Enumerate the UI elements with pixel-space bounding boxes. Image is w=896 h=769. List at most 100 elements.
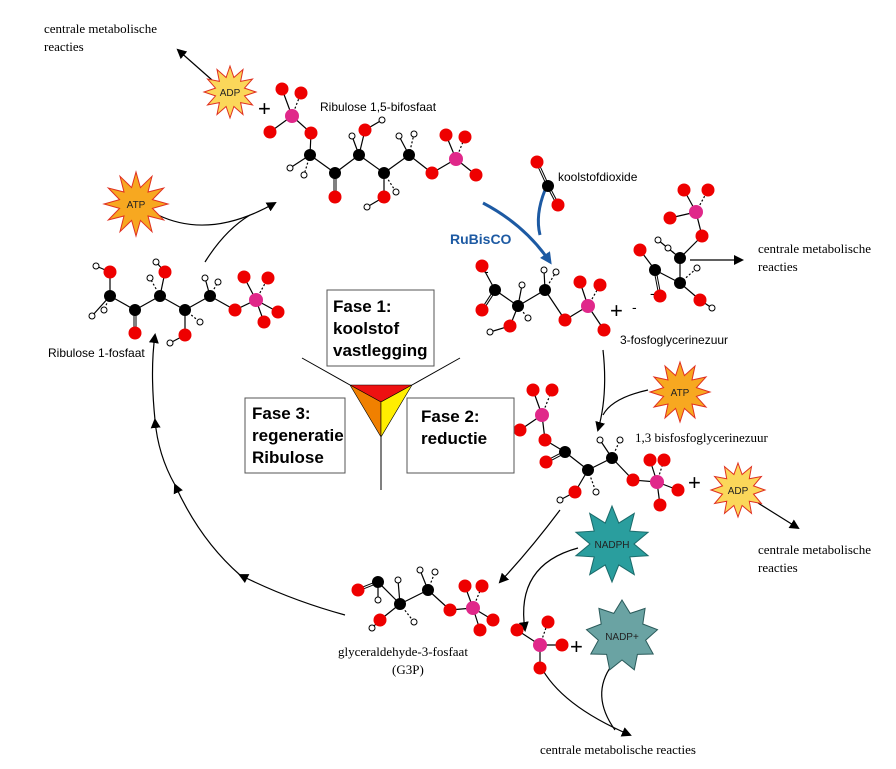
hydrogen-atom	[214, 278, 222, 286]
oxygen-atom	[545, 383, 559, 397]
oxygen-atom	[128, 326, 142, 340]
star-shape	[648, 360, 712, 424]
ribulose-phosphate-label: Ribulose 1-fosfaat	[48, 346, 145, 360]
carbon-atom	[539, 284, 551, 296]
star-shape	[102, 170, 170, 238]
plus-sign: +	[610, 298, 623, 323]
oxygen-atom	[377, 190, 391, 204]
oxygen-atom	[558, 313, 572, 327]
3pga-molecule	[475, 259, 611, 337]
phosphate-molecule	[510, 615, 569, 675]
oxygen-atom	[693, 293, 707, 307]
co2-label: koolstofdioxide	[558, 170, 638, 184]
carbon-atom	[649, 264, 661, 276]
hydrogen-atom	[300, 171, 308, 179]
hydrogen-atom	[92, 262, 100, 270]
hydrogen-atom	[348, 132, 356, 140]
star-shape	[709, 461, 767, 519]
g3p-abbrev: (G3P)	[392, 662, 424, 677]
carbon-atom	[104, 290, 116, 302]
arrow-adp-right-out	[757, 502, 800, 530]
hydrogen-atom	[556, 496, 564, 504]
oxygen-atom	[439, 128, 453, 142]
plus-sign: +	[258, 96, 271, 121]
hydrogen-atom	[363, 203, 371, 211]
carbon-atom	[204, 290, 216, 302]
carbon-atom	[512, 300, 524, 312]
oxygen-atom	[275, 82, 289, 96]
carbon-atom	[674, 252, 686, 264]
arrow-cycle-4	[148, 333, 159, 421]
oxygen-atom	[530, 155, 544, 169]
oxygen-atom	[158, 265, 172, 279]
plus-sign: +	[570, 634, 583, 659]
star-label: NADP+	[605, 632, 639, 643]
fase1-title: Fase 1:	[333, 297, 392, 316]
carbon-atom	[559, 446, 571, 458]
hydrogen-atom	[596, 436, 604, 444]
carbon-atom	[179, 304, 191, 316]
oxygen-atom	[261, 271, 275, 285]
oxygen-atom	[443, 603, 457, 617]
star-label: ATP	[127, 200, 146, 211]
oxygen-atom	[510, 623, 524, 637]
bpg-molecule	[513, 383, 685, 512]
3pga-molecule-2	[633, 183, 716, 312]
hydrogen-atom	[552, 268, 560, 276]
central-reactions-label: centrale metabolische	[44, 21, 157, 36]
oxygen-atom	[486, 613, 500, 627]
oxygen-atom	[573, 275, 587, 289]
oxygen-atom	[425, 166, 439, 180]
phosphorus-atom	[650, 475, 664, 489]
carbon-atom	[372, 576, 384, 588]
phosphorus-atom	[535, 408, 549, 422]
co2-arrow-line-2	[536, 189, 547, 236]
oxygen-atom	[263, 125, 277, 139]
bond	[544, 271, 557, 291]
carbon-atom	[329, 167, 341, 179]
arrow-pi-out	[539, 664, 632, 737]
hydrogen-atom	[431, 568, 439, 576]
hydrogen-atom	[486, 328, 494, 336]
phase2-wedge	[380, 384, 413, 439]
hydrogen-atom	[88, 312, 96, 320]
fase2-box: Fase 2: reductie	[406, 397, 515, 474]
arrow-atp-right-in	[602, 389, 649, 416]
arrow-bpg-to-g3p	[498, 509, 561, 584]
oxygen-atom	[469, 168, 483, 182]
oxygen-atom	[657, 453, 671, 467]
bpg-label: 1,3 bisfosfoglycerinezuur	[635, 430, 769, 445]
carbon-atom	[422, 584, 434, 596]
hydrogen-atom	[394, 576, 402, 584]
oxygen-atom	[458, 130, 472, 144]
adp-top-star: ADP	[202, 64, 258, 120]
carbon-atom	[542, 180, 554, 192]
oxygen-atom	[328, 190, 342, 204]
oxygen-atom	[701, 183, 715, 197]
rubisco-label: RuBisCO	[450, 231, 512, 247]
arrow-nadp-out	[601, 664, 616, 731]
arrow-nadph-in	[518, 547, 579, 632]
phosphorus-atom	[285, 109, 299, 123]
carbon-atom	[353, 149, 365, 161]
ribulose-bisphosphate-label: Ribulose 1,5-bifosfaat	[320, 100, 437, 114]
3pga-label: 3-fosfoglycerinezuur	[620, 333, 728, 347]
oxygen-atom	[568, 485, 582, 499]
fase1-line: vastlegging	[333, 341, 427, 360]
hydrogen-atom	[286, 164, 294, 172]
oxygen-atom	[671, 483, 685, 497]
oxygen-atom	[677, 183, 691, 197]
hydrogen-atom	[410, 618, 418, 626]
oxygen-atom	[538, 433, 552, 447]
phosphorus-atom	[581, 299, 595, 313]
hydrogen-atom	[395, 132, 403, 140]
hydrogen-atom	[518, 281, 526, 289]
central-reactions-label: reacties	[44, 39, 84, 54]
oxygen-atom	[473, 623, 487, 637]
g3p-label: glyceraldehyde-3-fosfaat	[338, 644, 468, 659]
carbon-atom	[403, 149, 415, 161]
oxygen-atom	[643, 453, 657, 467]
bond	[408, 133, 415, 156]
hydrogen-atom	[654, 236, 662, 244]
